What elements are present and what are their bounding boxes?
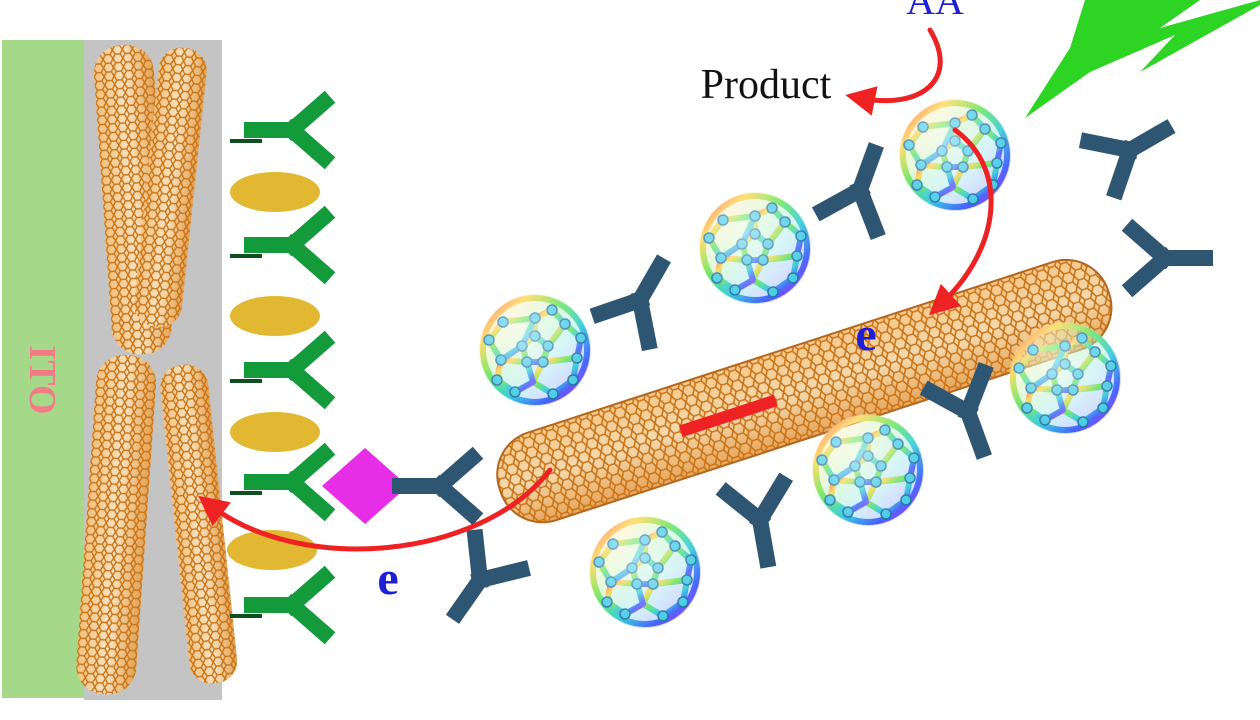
fullerene-c60-icon <box>899 99 1011 211</box>
ito-electrode: ITO <box>2 40 84 698</box>
antibody-anchor-lines <box>230 139 262 618</box>
fullerene-c60-icon <box>812 414 924 526</box>
lightning-bolt-icon <box>1025 0 1260 118</box>
fullerene-c60-icon <box>699 192 811 304</box>
antigen-diamond-icon <box>322 448 408 524</box>
vertical-nanotubes <box>76 44 238 695</box>
blocking-ovals <box>227 172 320 570</box>
product-label: Product <box>701 62 832 108</box>
electron-label-left: e <box>377 552 398 605</box>
electron-transfer-arrows <box>198 27 994 552</box>
substrate-label: AA <box>906 0 964 23</box>
ito-label: ITO <box>21 345 63 414</box>
electron-label-tube: e <box>855 308 876 361</box>
fullerene-c60-icon <box>479 294 591 406</box>
fullerene-c60-icon <box>1009 322 1121 434</box>
fullerene-c60-icon <box>589 516 701 628</box>
